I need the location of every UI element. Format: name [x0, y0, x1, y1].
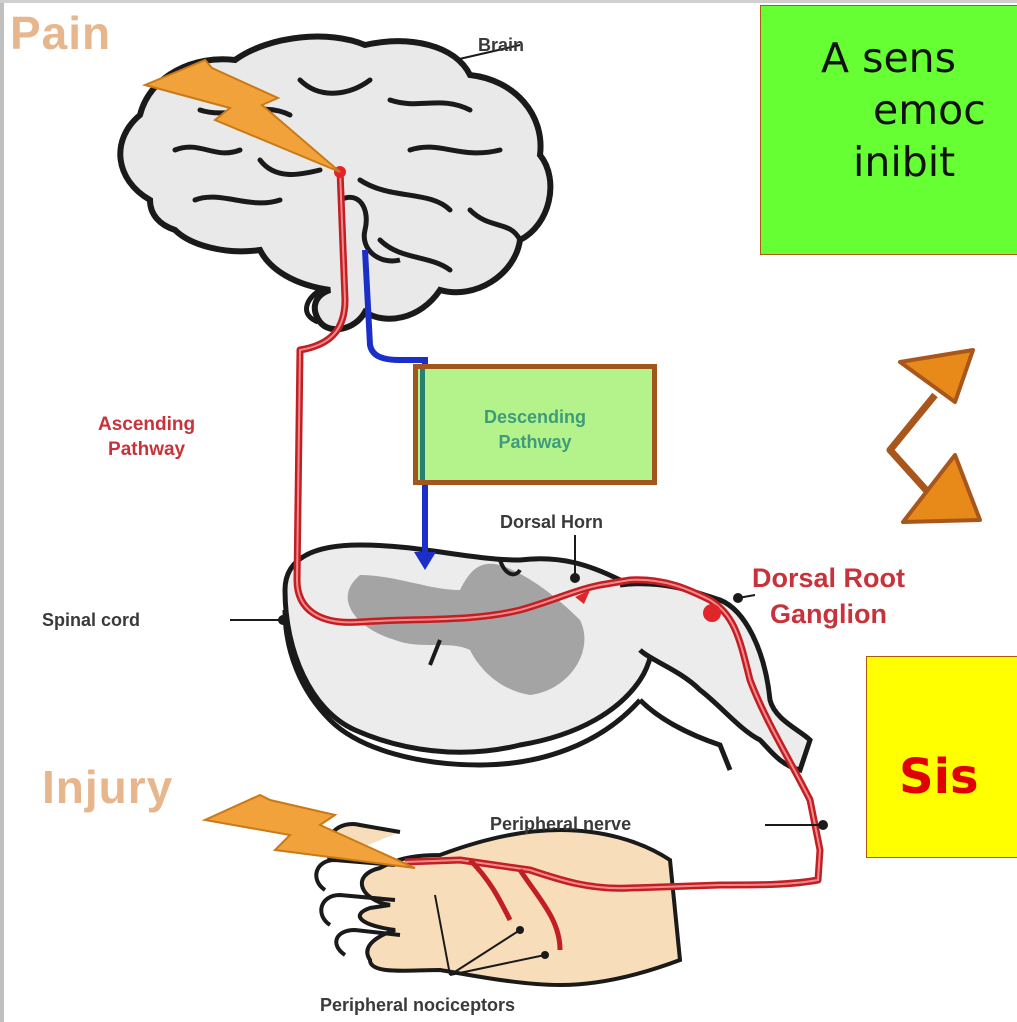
green-text-box: A sens emoc inibit: [760, 5, 1017, 255]
ascending-pathway-label: Ascending Pathway: [98, 412, 195, 462]
bidirectional-arrows: [890, 350, 980, 522]
descending-line-1: Descending: [418, 405, 652, 430]
peripheral-nerve-label: Peripheral nerve: [490, 814, 631, 835]
descending-pathway-label: Descending Pathway: [418, 405, 652, 455]
yellow-box-text: Sis: [899, 749, 979, 805]
dorsal-root-ganglion-label: Dorsal Root Ganglion: [752, 560, 905, 632]
green-box-line-2: emoc: [873, 86, 986, 134]
dorsal-root-line-1: Dorsal Root: [752, 560, 905, 596]
injury-label: Injury: [42, 760, 173, 814]
pain-label: Pain: [10, 6, 111, 60]
yellow-text-box: Sis: [866, 656, 1017, 858]
spinal-cord-illustration: [285, 545, 810, 770]
descending-pathway-box: Descending Pathway: [413, 364, 657, 485]
ascending-line-1: Ascending: [98, 412, 195, 437]
green-box-line-3: inibit: [853, 138, 955, 186]
dorsal-root-line-2: Ganglion: [752, 596, 905, 632]
green-box-line-1: A sens: [821, 34, 956, 82]
brain-label: Brain: [478, 35, 524, 56]
ascending-line-2: Pathway: [98, 437, 195, 462]
dorsal-horn-label: Dorsal Horn: [500, 512, 603, 533]
peripheral-nociceptors-label: Peripheral nociceptors: [320, 995, 515, 1016]
spinal-cord-label: Spinal cord: [42, 610, 140, 631]
descending-line-2: Pathway: [418, 430, 652, 455]
